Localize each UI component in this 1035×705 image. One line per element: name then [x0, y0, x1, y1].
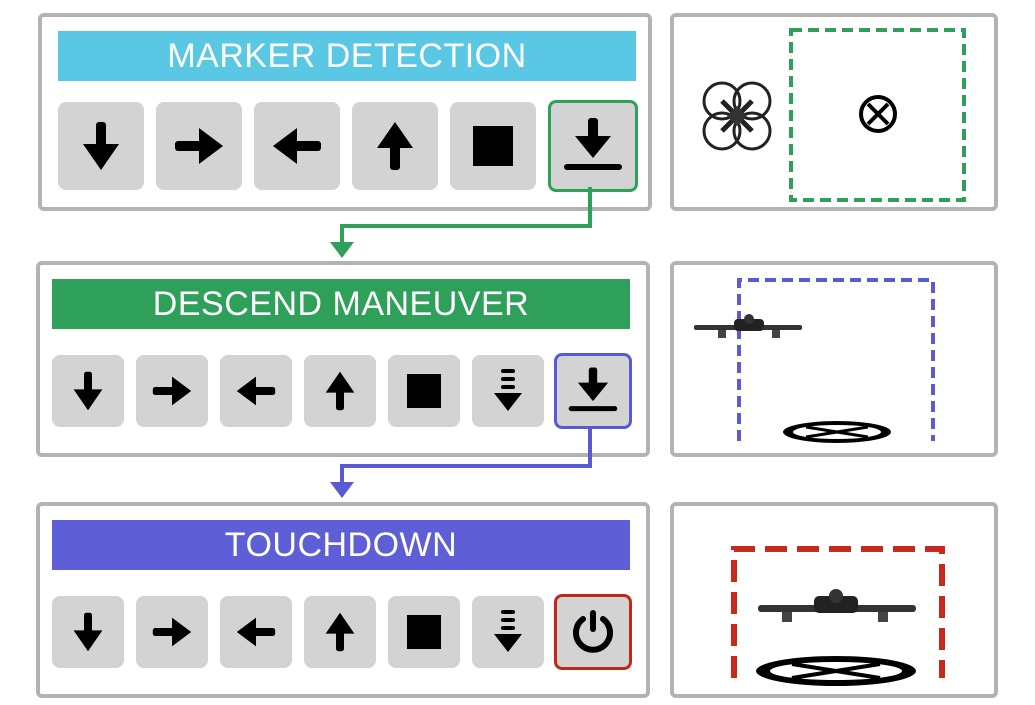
stage-title-marker-detection: MARKER DETECTION [58, 31, 636, 81]
power-off-button-selected[interactable] [554, 594, 632, 670]
left-arrow-icon [236, 376, 276, 406]
descend-button[interactable] [472, 596, 544, 668]
up-arrow-icon [377, 122, 413, 170]
drone-side-icon [758, 589, 916, 622]
left-arrow-icon [273, 128, 321, 164]
drone-top-icon [702, 81, 772, 151]
descend-icon [494, 369, 522, 411]
land-button-selected[interactable] [554, 353, 632, 429]
left-arrow-icon [236, 617, 276, 647]
power-icon [573, 610, 613, 653]
descent-frame [737, 278, 935, 441]
right-arrow-icon [152, 376, 192, 406]
move-up-button[interactable] [304, 355, 376, 427]
stop-icon [407, 374, 441, 408]
move-up-button[interactable] [304, 596, 376, 668]
move-left-button[interactable] [220, 596, 292, 668]
move-up-button[interactable] [352, 102, 438, 190]
landing-pad-icon [756, 656, 916, 686]
stop-button[interactable] [388, 355, 460, 427]
stage-title-descend-maneuver: DESCEND MANEUVER [52, 279, 630, 329]
land-icon [564, 118, 622, 170]
land-button-selected[interactable] [548, 100, 638, 192]
top-view-illustration [702, 28, 966, 202]
side-view-near-illustration [731, 546, 945, 686]
move-right-button[interactable] [156, 102, 242, 190]
move-right-button[interactable] [136, 596, 208, 668]
stage-title-touchdown: TOUCHDOWN [52, 520, 630, 570]
descend-icon [494, 610, 522, 652]
stop-icon [407, 615, 441, 649]
up-arrow-icon [325, 612, 355, 652]
move-left-button[interactable] [220, 355, 292, 427]
right-arrow-icon [175, 128, 223, 164]
move-down-button[interactable] [52, 355, 124, 427]
scene-side-view-far [670, 261, 998, 457]
descend-button[interactable] [472, 355, 544, 427]
down-arrow-icon [73, 371, 103, 411]
landing-pad-icon [783, 421, 891, 443]
detection-frame [789, 28, 966, 202]
stop-button[interactable] [450, 102, 536, 190]
scene-side-view-near [670, 502, 998, 698]
stop-icon [473, 126, 513, 166]
marker-target-icon [859, 95, 897, 133]
down-arrow-icon [83, 122, 119, 170]
scene-top-view [670, 13, 998, 211]
move-down-button[interactable] [52, 596, 124, 668]
stop-button[interactable] [388, 596, 460, 668]
move-right-button[interactable] [136, 355, 208, 427]
drone-side-icon [694, 314, 802, 338]
move-down-button[interactable] [58, 102, 144, 190]
down-arrow-icon [73, 612, 103, 652]
land-icon [568, 367, 618, 412]
stage-panel-descend-maneuver: DESCEND MANEUVER [36, 261, 650, 457]
up-arrow-icon [325, 371, 355, 411]
stage-panel-marker-detection: MARKER DETECTION [38, 13, 652, 211]
touchdown-frame [731, 546, 945, 678]
move-left-button[interactable] [254, 102, 340, 190]
side-view-far-illustration [694, 278, 935, 443]
stage-panel-touchdown: TOUCHDOWN [36, 502, 650, 698]
right-arrow-icon [152, 617, 192, 647]
